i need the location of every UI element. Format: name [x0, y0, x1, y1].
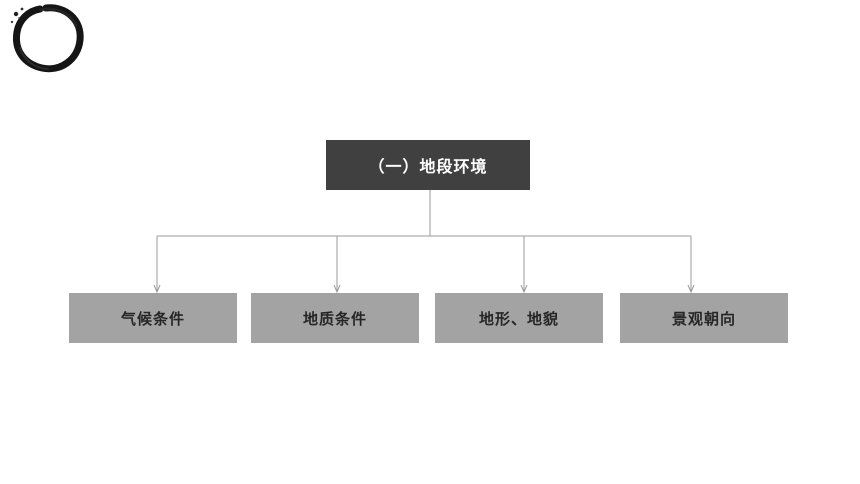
child-node-label: 地形、地貌: [478, 309, 559, 328]
arrowhead-2: [520, 284, 528, 294]
arrowhead-3: [687, 284, 695, 294]
child-node-climate: 气候条件: [69, 293, 237, 343]
child-node-label: 景观朝向: [671, 309, 736, 328]
child-node-label: 气候条件: [120, 309, 185, 328]
arrowhead-1: [333, 284, 341, 294]
child-node-view-orientation: 景观朝向: [620, 293, 788, 343]
root-node: （一）地段环境: [326, 140, 530, 190]
ink-brush-circle-icon: [10, 4, 84, 73]
root-node-label: （一）地段环境: [368, 157, 488, 176]
child-node-geology: 地质条件: [251, 293, 419, 343]
arrowhead-0: [153, 284, 161, 294]
child-node-label: 地质条件: [302, 309, 367, 328]
child-node-terrain: 地形、地貌: [435, 293, 603, 343]
